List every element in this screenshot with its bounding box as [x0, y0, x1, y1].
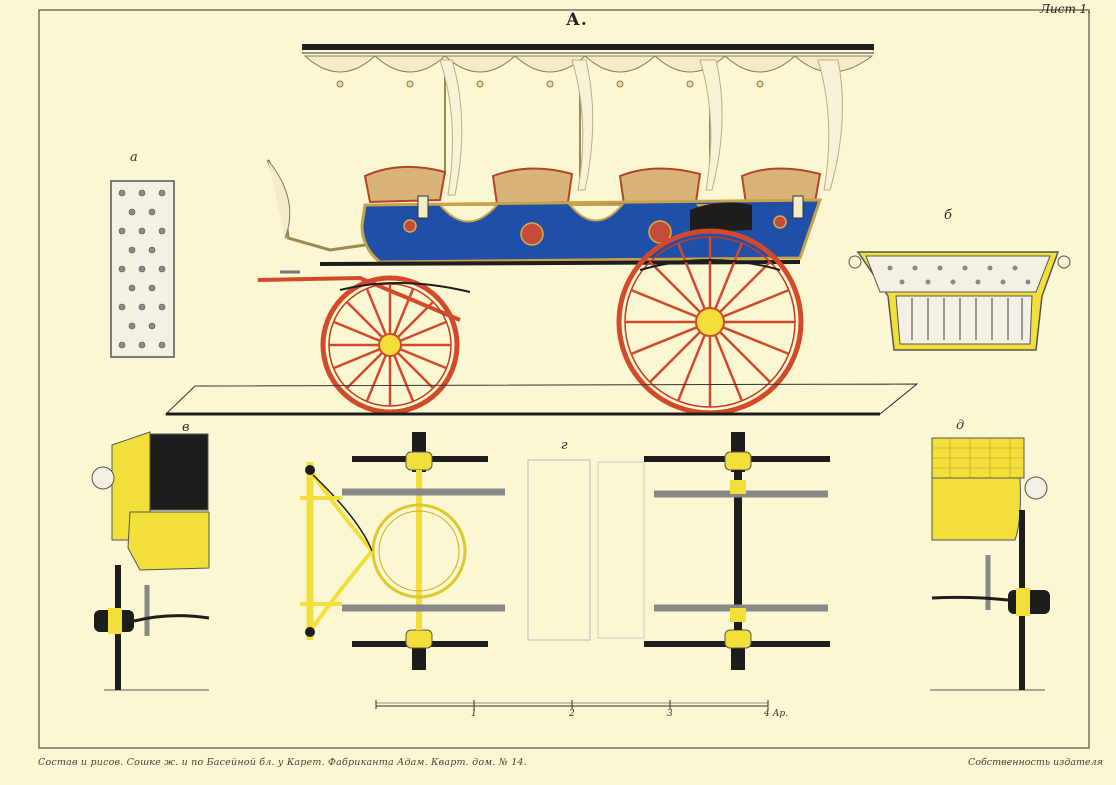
- figure-label-b: б: [944, 208, 952, 223]
- figure-b-seat-detail: [848, 251, 1071, 351]
- figure-label-d: д: [956, 418, 965, 433]
- caption-left: Состав и рисов. Сошке ж. и по Басейной б…: [38, 757, 527, 768]
- figure-label-v: в: [182, 420, 190, 435]
- scale-tick-label: 4 Ар.: [764, 709, 789, 719]
- figure-label-a: а: [130, 150, 138, 165]
- figure-a-tufted-panel: [110, 180, 175, 358]
- scale-tick-label: 3: [667, 709, 673, 719]
- rear-axle-plan: [644, 432, 830, 670]
- carriage-side-view: [257, 44, 874, 416]
- scale-tick-label: 1: [471, 709, 477, 719]
- front-axle-plan: [300, 432, 505, 670]
- ground-plane: [164, 383, 919, 415]
- figure-v-front-detail: [91, 431, 210, 691]
- scale-bar: [375, 700, 769, 709]
- plate-border: [38, 9, 1090, 749]
- carriage-seats: [363, 165, 822, 206]
- canopy-rail: [302, 44, 874, 50]
- figure-d-rear-detail: [930, 437, 1050, 691]
- canopy-fringe: [303, 55, 874, 73]
- front-wheel: [320, 275, 460, 415]
- figure-g-undercarriage-plan: [300, 432, 830, 670]
- sheet-number: Лист 1.: [1040, 2, 1092, 16]
- scale-tick-label: 2: [569, 709, 575, 719]
- rear-wheel: [616, 228, 804, 416]
- plate-letter: А.: [566, 10, 588, 30]
- figure-label-g: г: [561, 438, 568, 453]
- caption-right: Собственность издателя: [968, 757, 1103, 768]
